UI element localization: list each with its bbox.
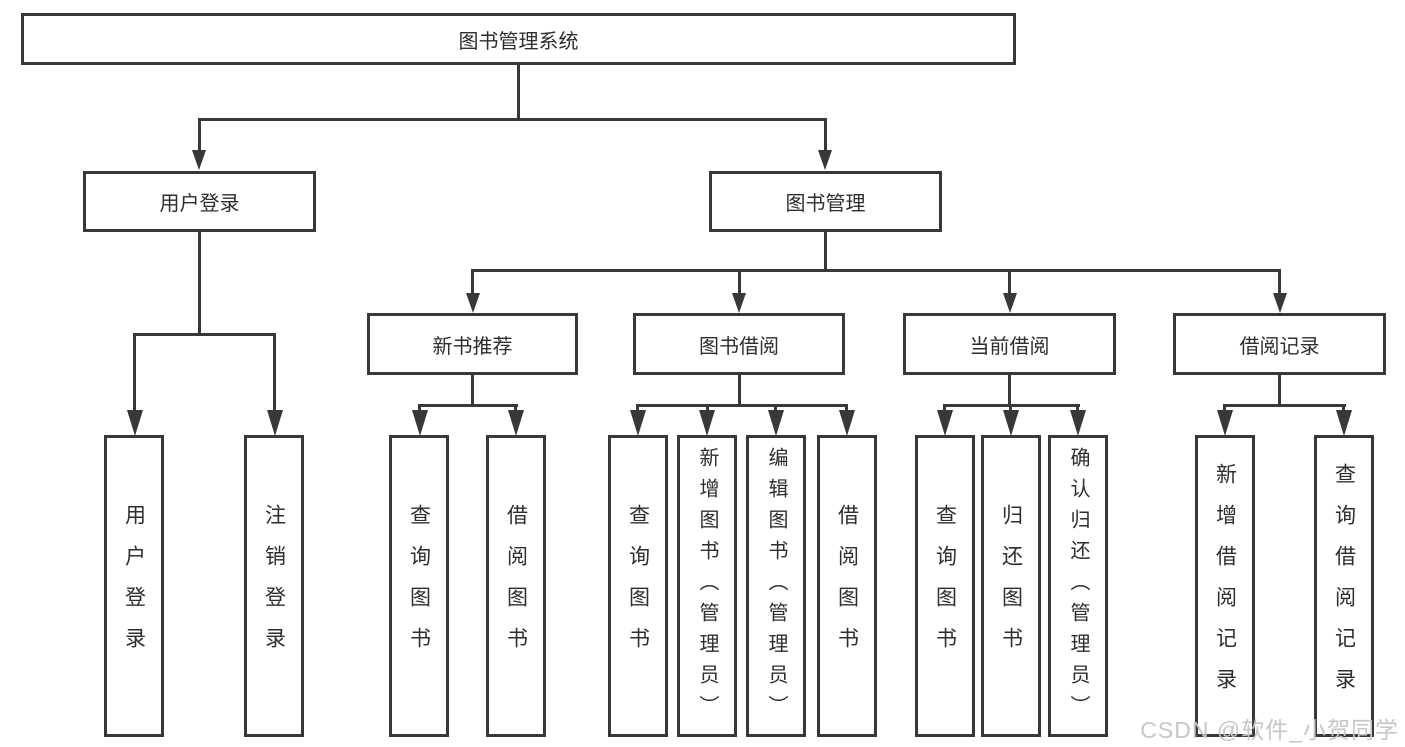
connector-line	[517, 65, 520, 120]
arrow-down-icon	[192, 150, 206, 170]
node-library-management-system: 图书管理系统	[21, 13, 1016, 65]
connector-line	[738, 269, 741, 295]
connector-line	[738, 374, 741, 406]
connector-line	[471, 374, 474, 406]
connector-line	[471, 269, 1281, 272]
arrow-down-icon	[1273, 293, 1287, 313]
connector-line	[1278, 374, 1281, 406]
leaf-query-books: 查询图书	[608, 435, 668, 737]
leaf-user-login: 用户登录	[104, 435, 164, 737]
arrow-down-icon	[768, 410, 784, 436]
arrow-down-icon	[412, 410, 428, 436]
arrow-down-icon	[699, 410, 715, 436]
node-user-login: 用户登录	[83, 171, 316, 232]
leaf-query-books: 查询图书	[915, 435, 975, 737]
node-book-management: 图书管理	[709, 171, 942, 232]
arrow-down-icon	[1217, 410, 1233, 436]
leaf-return-books: 归还图书	[981, 435, 1041, 737]
arrow-down-icon	[508, 410, 524, 436]
leaf-borrow-books: 借阅图书	[486, 435, 546, 737]
connector-line	[1008, 269, 1011, 295]
node-borrowing-records: 借阅记录	[1173, 313, 1386, 375]
arrow-down-icon	[818, 150, 832, 170]
connector-line	[636, 404, 848, 407]
arrow-down-icon	[839, 410, 855, 436]
connector-line	[1278, 269, 1281, 295]
connector-line	[418, 404, 518, 407]
connector-line	[471, 269, 474, 295]
connector-line	[1008, 374, 1011, 406]
leaf-query-books: 查询图书	[389, 435, 449, 737]
arrow-down-icon	[1070, 410, 1086, 436]
arrow-down-icon	[732, 293, 746, 313]
connector-line	[198, 231, 201, 335]
connector-line	[1223, 404, 1346, 407]
arrow-down-icon	[937, 410, 953, 436]
arrow-down-icon	[1336, 410, 1352, 436]
arrow-down-icon	[1003, 410, 1019, 436]
connector-line	[273, 333, 276, 412]
connector-line	[133, 333, 276, 336]
connector-line	[133, 333, 136, 412]
arrow-down-icon	[127, 410, 143, 436]
connector-line	[198, 118, 827, 121]
connector-line	[824, 231, 827, 272]
leaf-query-borrow-record: 查询借阅记录	[1314, 435, 1374, 737]
node-new-book-recommendation: 新书推荐	[367, 313, 578, 375]
leaf-confirm-return-admin: 确认归还（管理员）	[1048, 435, 1108, 737]
leaf-edit-book-admin: 编辑图书（管理员）	[746, 435, 806, 737]
node-current-borrowing: 当前借阅	[903, 313, 1116, 375]
node-book-borrowing: 图书借阅	[633, 313, 845, 375]
arrow-down-icon	[1003, 293, 1017, 313]
arrow-down-icon	[267, 410, 283, 436]
leaf-borrow-books: 借阅图书	[817, 435, 877, 737]
connector-line	[824, 118, 827, 151]
csdn-watermark: CSDN @软件_小贺同学	[1140, 717, 1399, 743]
leaf-add-book-admin: 新增图书（管理员）	[677, 435, 737, 737]
arrow-down-icon	[466, 293, 480, 313]
leaf-add-borrow-record: 新增借阅记录	[1195, 435, 1255, 737]
arrow-down-icon	[630, 410, 646, 436]
connector-line	[198, 118, 201, 151]
leaf-logout: 注销登录	[244, 435, 304, 737]
